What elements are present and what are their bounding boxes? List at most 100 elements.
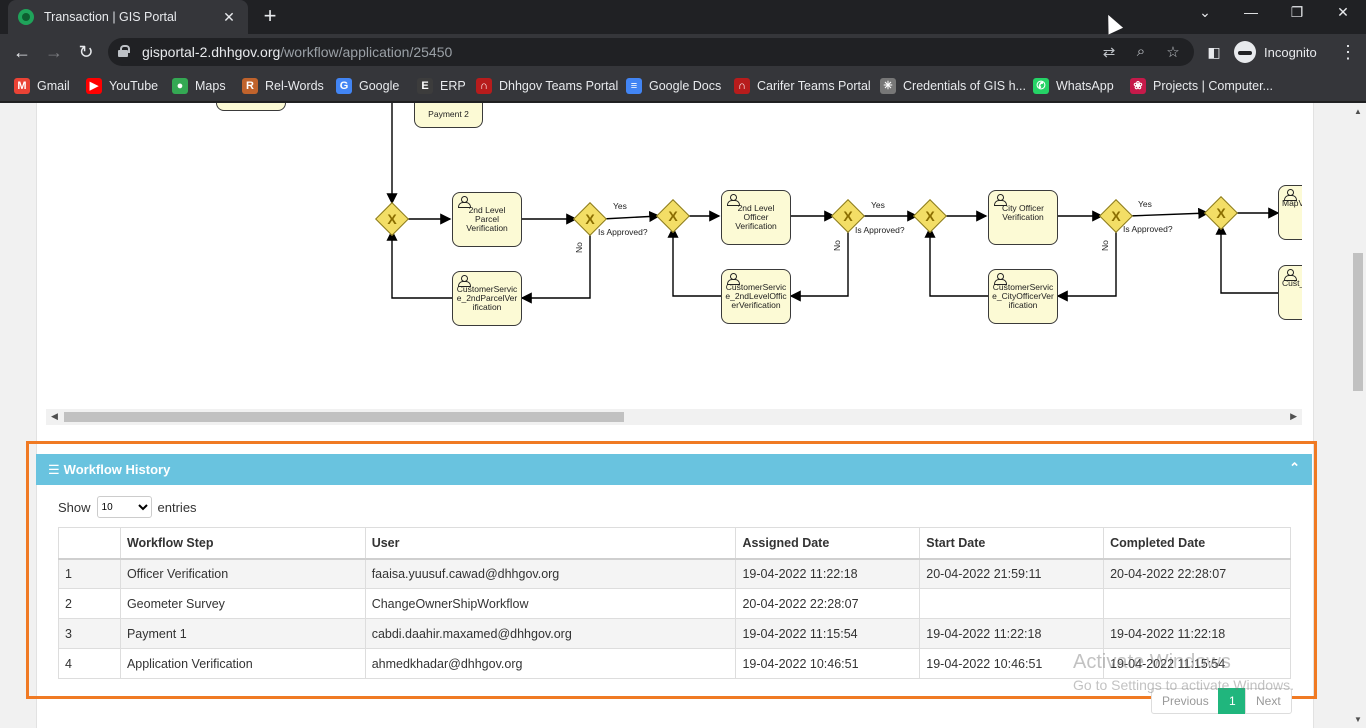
scroll-right-icon[interactable]: ▶ [1290,411,1297,421]
table-cell: cabdi.daahir.maxamed@dhhgov.org [364,618,737,649]
browser-menu-icon[interactable]: ⋮ [1339,42,1357,62]
page-viewport: Payment 2 2nd Level Parcel Verification … [0,103,1366,728]
activate-windows-title: Activate Windows [1073,651,1231,673]
column-header[interactable]: Start Date [919,527,1105,560]
diagram-horizontal-scrollbar[interactable]: ◀ ▶ [46,409,1302,425]
minimize-icon[interactable]: — [1244,4,1258,20]
bookmark-carifer-teams[interactable]: ∩Carifer Teams Portal [734,77,871,95]
table-cell: ChangeOwnerShipWorkflow [364,588,737,619]
user-task-icon [727,273,740,285]
flow-label-yes: Yes [871,200,885,210]
incognito-badge[interactable]: Incognito [1234,39,1317,65]
youtube-icon: ▶ [86,78,102,94]
next-page-button[interactable]: Next [1245,688,1292,714]
bookmark-label: WhatsApp [1056,79,1114,93]
page-vertical-scrollbar[interactable]: ▲ ▼ [1350,103,1366,728]
task-customerservice-2ndparcelverification[interactable]: CustomerService_2ndParcelVerification [452,271,522,326]
top-left-task-node[interactable] [216,103,286,111]
address-bar[interactable]: gisportal-2.dhhgov.org/workflow/applicat… [108,38,1194,66]
bookmark-label: Gmail [37,79,70,93]
google-icon: G [336,78,352,94]
column-header[interactable]: Assigned Date [735,527,921,560]
table-cell: 3 [58,618,121,649]
exclusive-gateway-icon: X [387,211,397,227]
user-task-icon [458,196,471,208]
scroll-up-icon[interactable]: ▲ [1354,107,1362,116]
bookmark-credentials[interactable]: ✳Credentials of GIS h... [880,77,1026,95]
tab-search-chevron-icon[interactable]: ⌄ [1199,4,1211,20]
scroll-down-icon[interactable]: ▼ [1354,715,1362,724]
incognito-icon [1234,41,1256,63]
bookmark-maps[interactable]: ●Maps [172,77,226,95]
task-city-officer-verification[interactable]: City Officer Verification [988,190,1058,245]
entries-label: entries [157,499,197,515]
exclusive-gateway-icon: X [1111,208,1121,224]
forward-icon[interactable]: → [45,42,63,62]
bookmark-raspberry[interactable]: ❀ Projects | Computer... [1130,77,1273,95]
scroll-left-icon[interactable]: ◀ [51,411,58,421]
column-header[interactable]: Workflow Step [119,527,366,560]
bookmark-whatsapp[interactable]: ✆ WhatsApp [1033,77,1114,95]
restore-icon[interactable]: ❐ [1290,4,1304,20]
incognito-label: Incognito [1264,44,1317,60]
bookmark-youtube[interactable]: ▶ YouTube [86,77,158,95]
diagram-connectors [386,103,1280,304]
task-map-verification[interactable]: MapV [1278,185,1302,240]
page-scroll-thumb[interactable] [1353,253,1363,391]
task-2nd-level-parcel-verification[interactable]: 2nd Level Parcel Verification [452,192,522,247]
reload-icon[interactable]: ↻ [78,42,94,62]
bookmark-gmail[interactable]: M Gmail [14,77,70,95]
page-size-select[interactable]: 10 [96,496,152,518]
side-panel-icon[interactable]: ◧ [1207,44,1221,60]
whatsapp-icon: ✆ [1033,78,1049,94]
show-label: Show [58,499,91,515]
chevron-up-icon[interactable]: ⌃ [1289,460,1300,475]
bookmark-star-icon[interactable]: ☆ [1166,44,1180,61]
gmail-icon: M [14,78,30,94]
bookmark-label: YouTube [109,79,159,93]
current-page-button[interactable]: 1 [1218,688,1247,714]
google-docs-icon: ≡ [626,78,642,94]
bookmark-dhhgov-teams[interactable]: ∩Dhhgov Teams Portal [476,77,618,95]
bookmark-google-docs[interactable]: ≡ Google Docs [626,77,721,95]
new-tab-icon[interactable]: + [263,3,277,28]
zoom-icon[interactable]: ⌕ [1136,43,1146,60]
close-tab-icon[interactable]: ✕ [223,8,235,25]
task-customerservice-cityofficerverification[interactable]: CustomerService_CityOfficerVerification [988,269,1058,324]
gis-portal-favicon-icon [18,9,34,25]
raspberry-icon: ❀ [1130,78,1146,94]
user-task-icon [458,275,471,287]
workflow-history-header[interactable]: ☰Workflow History ⌃ [36,454,1312,485]
task-customerservice-2ndlevelofficerverification[interactable]: CustomerService_2ndLevelOfficerVerificat… [721,269,791,324]
table-cell: 20-04-2022 22:28:07 [1103,558,1291,589]
previous-page-button[interactable]: Previous [1151,688,1220,714]
task-customerservice-map[interactable]: Cust_M [1278,265,1302,320]
close-window-icon[interactable]: ✕ [1337,4,1349,20]
payment-task-node[interactable]: Payment 2 [414,103,483,128]
exclusive-gateway-icon: X [1216,205,1226,221]
exclusive-gateway-icon: X [585,211,595,227]
bookmark-label: ERP [440,79,466,93]
table-cell: 20-04-2022 22:28:07 [735,588,921,619]
table-cell: 19-04-2022 10:46:51 [735,648,921,679]
translate-icon[interactable]: ⇄ [1102,44,1116,61]
lock-icon[interactable] [118,45,130,57]
table-cell: Application Verification [119,648,366,679]
column-header[interactable]: User [364,527,737,560]
url-text[interactable]: gisportal-2.dhhgov.org/workflow/applicat… [142,44,453,60]
task-2nd-level-officer-verification[interactable]: 2nd Level Officer Verification [721,190,791,245]
bookmark-label: Projects | Computer... [1153,79,1273,93]
column-header[interactable] [58,527,121,560]
table-cell [1103,588,1291,619]
column-header[interactable]: Completed Date [1103,527,1291,560]
credentials-icon: ✳ [880,78,896,94]
bookmark-label: Google Docs [649,79,722,93]
table-cell: 19-04-2022 11:22:18 [1103,618,1291,649]
diagram-scroll-thumb[interactable] [64,412,624,422]
back-icon[interactable]: ← [13,42,31,62]
active-tab[interactable]: Transaction | GIS Portal ✕ [8,0,248,34]
